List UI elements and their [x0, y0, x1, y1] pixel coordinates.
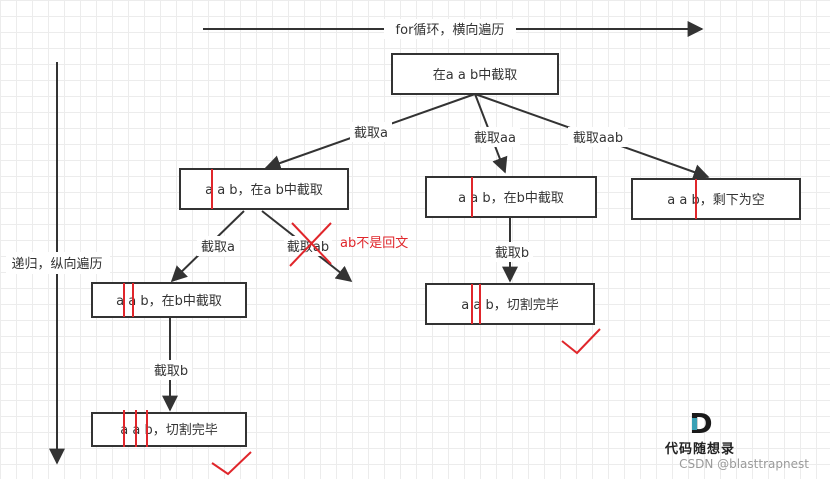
node-root: 在a a b中截取 [391, 53, 559, 95]
horizontal-traversal-arrow: for循环，横向遍历 [203, 19, 704, 39]
edge-label-root-n3: 截取aab [573, 131, 623, 146]
node-n3-label: a a b，剩下为空 [667, 193, 764, 208]
node-n4: a a b，在b中截取 [91, 282, 247, 318]
node-root-label: 在a a b中截取 [433, 68, 517, 83]
edge-label-root-n1: 截取a [354, 126, 388, 141]
logo-name: 代码随想录 [664, 441, 735, 457]
edge-labels: 截取a 截取aa 截取aab 截取a 截取ab 截取b 截取b [150, 122, 628, 380]
edge-label-n4-n6: 截取b [154, 364, 188, 379]
logo-mark: D [689, 407, 712, 440]
vertical-traversal-label: 递归，纵向遍历 [11, 256, 102, 272]
check-icon [561, 328, 601, 355]
node-n1: a a b，在a b中截取 [179, 168, 349, 210]
edge-label-n2-n5: 截取b [495, 246, 529, 261]
node-n6: a a b，切割完毕 [91, 410, 247, 447]
brand-logo: D 代码随想录 [664, 407, 735, 457]
node-n5: a a b，切割完毕 [425, 283, 595, 325]
node-n4-label: a a b，在b中截取 [116, 294, 222, 309]
pruned-mark: ab不是回文 [289, 222, 408, 267]
check-icon [211, 451, 252, 476]
watermark: CSDN @blasttrapnest [679, 457, 809, 471]
not-palindrome-note: ab不是回文 [340, 236, 408, 251]
vertical-traversal-arrow: 递归，纵向遍历 [6, 62, 110, 465]
node-n6-label: a a b，切割完毕 [120, 422, 217, 438]
node-n3: a a b，剩下为空 [631, 178, 801, 220]
node-n1-label: a a b，在a b中截取 [205, 183, 323, 198]
edge-label-n1-n4: 截取a [201, 240, 235, 255]
node-n2-label: a a b，在b中截取 [458, 191, 564, 206]
horizontal-traversal-label: for循环，横向遍历 [396, 22, 505, 38]
node-n2: a a b，在b中截取 [425, 176, 597, 218]
node-n5-label: a a b，切割完毕 [461, 297, 558, 313]
edge-label-root-n2: 截取aa [474, 131, 516, 146]
